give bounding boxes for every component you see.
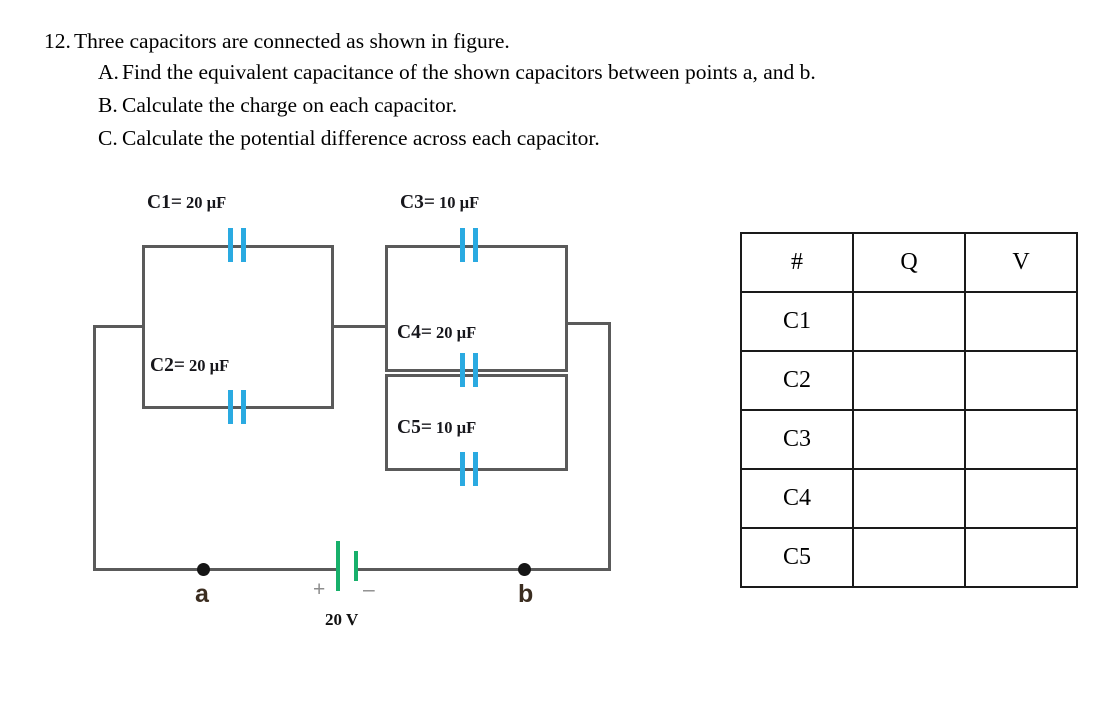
part-b-text: Calculate the charge on each capacitor.: [122, 93, 458, 117]
capacitor-c2-label: C2= 20 µF: [150, 355, 229, 377]
wire-bottom-rail-right: [355, 568, 611, 571]
table-row: C2: [740, 350, 1078, 411]
battery-positive-plate: [336, 541, 340, 591]
table-header-voltage: V: [964, 232, 1078, 293]
table-row: C1: [740, 291, 1078, 352]
capacitor-c4-value: 20 µF: [435, 323, 477, 342]
table-cell-q[interactable]: [852, 291, 966, 352]
question-stem: Three capacitors are connected as shown …: [74, 29, 510, 53]
capacitor-c4-label: C4= 20 µF: [397, 322, 476, 344]
question-part-c: C. Calculate the potential difference ac…: [98, 122, 1074, 155]
wire-between-blocks: [331, 325, 387, 328]
wire-c1-branch-top: [142, 245, 334, 248]
capacitor-c1-label: C1= 20 µF: [147, 192, 226, 214]
battery-minus-sign: –: [363, 578, 375, 601]
capacitor-c5-symbol: [457, 452, 481, 486]
question-main-line: 12. Three capacitors are connected as sh…: [44, 26, 1074, 56]
capacitor-c3-value: 10 µF: [438, 193, 480, 212]
table-cell-label: C3: [740, 409, 854, 470]
capacitor-c1-name: C1=: [147, 192, 182, 213]
wire-right-box-right-side-upper: [565, 245, 568, 372]
capacitor-c1-symbol: [225, 228, 249, 262]
capacitor-c5-value: 10 µF: [435, 418, 477, 437]
wire-c2-branch-bottom: [142, 406, 334, 409]
capacitor-c2-name: C2=: [150, 355, 185, 376]
node-dot-b: [518, 563, 531, 576]
question-block: 12. Three capacitors are connected as sh…: [44, 26, 1074, 155]
part-c-letter: C.: [98, 126, 118, 150]
part-a-letter: A.: [98, 60, 119, 84]
capacitor-c1-value: 20 µF: [185, 193, 227, 212]
capacitor-c3-name: C3=: [400, 192, 435, 213]
table-cell-v[interactable]: [964, 350, 1078, 411]
capacitor-c4-name: C4=: [397, 322, 432, 343]
results-table: # Q V C1 C2 C3 C4 C5: [740, 232, 1078, 588]
table-row: C4: [740, 468, 1078, 529]
capacitor-c2-symbol: [225, 390, 249, 424]
table-cell-q[interactable]: [852, 409, 966, 470]
table-header-index: #: [740, 232, 854, 293]
part-c-text: Calculate the potential difference acros…: [122, 126, 600, 150]
node-label-b: b: [518, 580, 534, 608]
node-label-a: a: [195, 580, 209, 608]
table-header-charge: Q: [852, 232, 966, 293]
capacitor-c3-symbol: [457, 228, 481, 262]
capacitor-c2-value: 20 µF: [188, 356, 230, 375]
table-cell-q[interactable]: [852, 468, 966, 529]
wire-outer-left-rail: [93, 325, 96, 571]
table-header-row: # Q V: [740, 232, 1078, 293]
table-row: C3: [740, 409, 1078, 470]
capacitor-c5-name: C5=: [397, 417, 432, 438]
wire-outer-right-rail: [608, 322, 611, 571]
table-cell-label: C1: [740, 291, 854, 352]
circuit-diagram: C1= 20 µF C2= 20 µF C3= 10 µF C4= 20 µF …: [93, 192, 611, 629]
question-part-a: A. Find the equivalent capacitance of th…: [98, 56, 1074, 89]
part-b-letter: B.: [98, 93, 118, 117]
table-cell-label: C4: [740, 468, 854, 529]
node-dot-a: [197, 563, 210, 576]
table-cell-label: C5: [740, 527, 854, 588]
wire-lead-into-left-block: [93, 325, 145, 328]
part-a-text: Find the equivalent capacitance of the s…: [122, 60, 816, 84]
question-part-b: B. Calculate the charge on each capacito…: [98, 89, 1074, 122]
table-row: C5: [740, 527, 1078, 588]
capacitor-c3-label: C3= 10 µF: [400, 192, 479, 214]
wire-right-box-left-side-lower: [385, 374, 388, 471]
capacitor-c4-symbol: [457, 353, 481, 387]
table-cell-v[interactable]: [964, 527, 1078, 588]
table-cell-v[interactable]: [964, 409, 1078, 470]
table-cell-label: C2: [740, 350, 854, 411]
table-cell-q[interactable]: [852, 350, 966, 411]
battery-voltage-label: 20 V: [325, 610, 359, 629]
battery-plus-sign: +: [313, 578, 326, 601]
wire-bottom-rail-left: [93, 568, 336, 571]
wire-right-box-left-side-upper: [385, 245, 388, 372]
battery-negative-plate: [354, 551, 358, 581]
table-cell-v[interactable]: [964, 291, 1078, 352]
question-number: 12.: [44, 29, 71, 53]
capacitor-c5-label: C5= 10 µF: [397, 417, 476, 439]
table-cell-v[interactable]: [964, 468, 1078, 529]
wire-right-box-right-side-lower: [565, 374, 568, 471]
wire-lead-out-of-right-block: [565, 322, 611, 325]
table-cell-q[interactable]: [852, 527, 966, 588]
